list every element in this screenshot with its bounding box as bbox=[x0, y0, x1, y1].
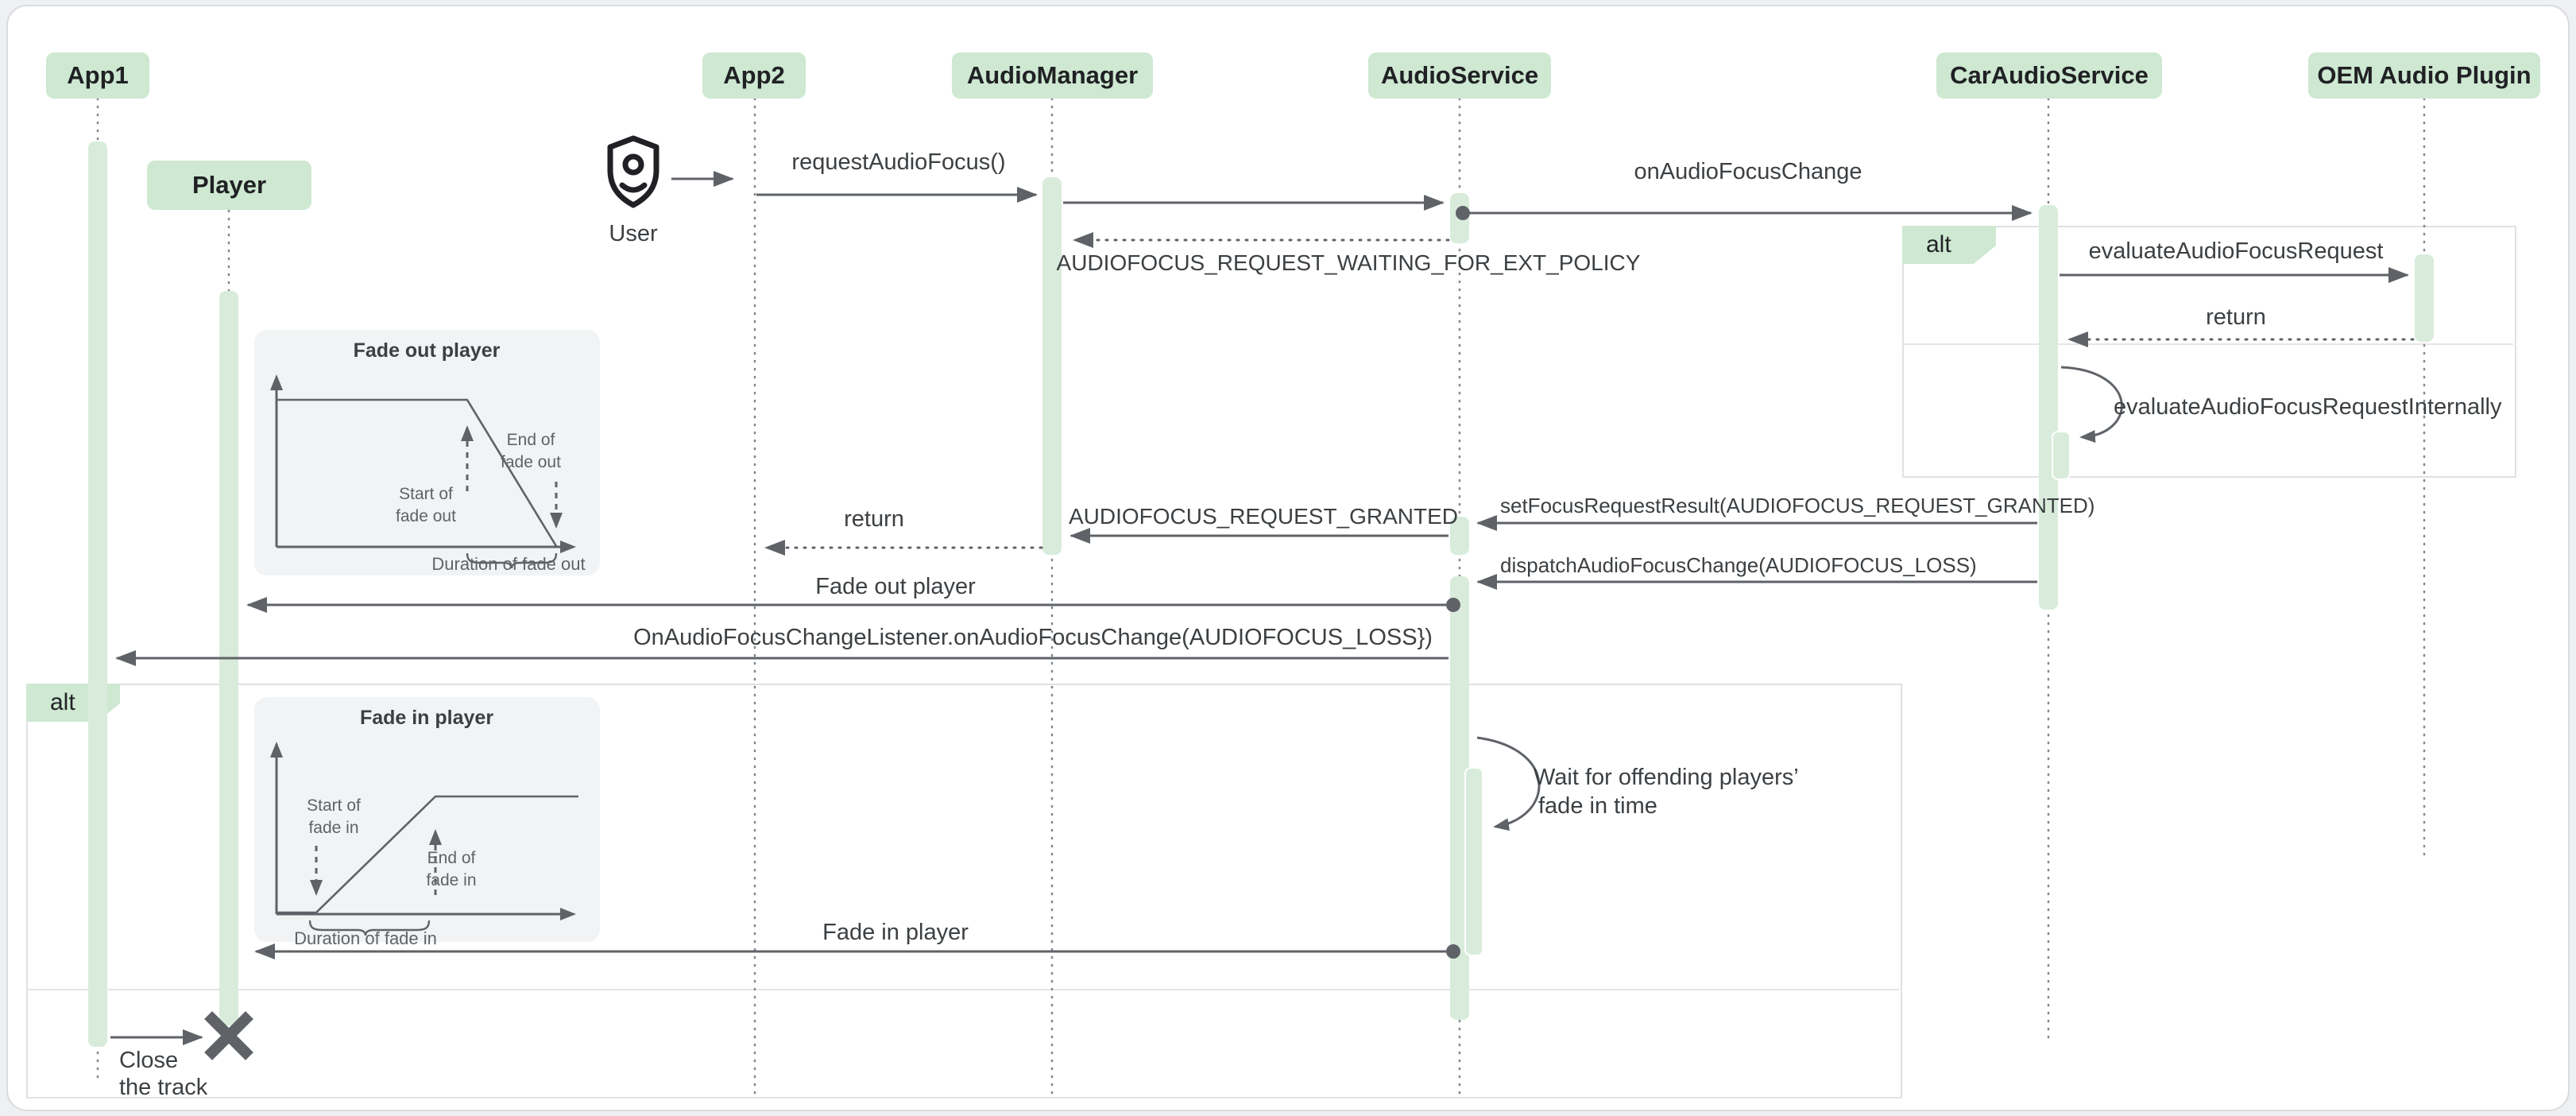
arrow-evaluate-internally-self bbox=[2060, 366, 2123, 443]
fade-out-start-line1: Start of bbox=[399, 485, 453, 503]
label-waiting: AUDIOFOCUS_REQUEST_WAITING_FOR_EXT_POLIC… bbox=[1056, 250, 1641, 275]
label-evaluate: evaluateAudioFocusRequest bbox=[2088, 238, 2384, 264]
fade-in-start-line2: fade in bbox=[308, 819, 359, 837]
message-origin-dot bbox=[1456, 206, 1470, 220]
fade-out-end-line1: End of bbox=[506, 431, 555, 449]
alt-fragment-right bbox=[1902, 226, 2516, 478]
fade-in-duration: Duration of fade in bbox=[294, 928, 437, 948]
label-fade-in-player: Fade in player bbox=[822, 920, 969, 945]
user-shield-icon bbox=[607, 135, 659, 208]
label-on-focus-loss: OnAudioFocusChangeListener.onAudioFocusC… bbox=[633, 625, 1433, 650]
activation-app1 bbox=[88, 141, 107, 1047]
label-set-focus-result: setFocusRequestResult(AUDIOFOCUS_REQUEST… bbox=[1500, 494, 2095, 517]
activation-audioservice-wait bbox=[1464, 767, 1483, 956]
destroy-x-icon bbox=[204, 1011, 253, 1060]
label-wait-line1: Wait for offending players’ bbox=[1534, 765, 1799, 790]
fade-in-end-line2: fade in bbox=[426, 871, 477, 889]
label-return-app2: return bbox=[844, 506, 904, 532]
participant-audioservice: AudioService bbox=[1368, 52, 1551, 99]
fade-in-end-line1: End of bbox=[427, 849, 476, 867]
fade-in-chart bbox=[254, 697, 600, 942]
activation-caraudioservice bbox=[2039, 205, 2058, 610]
label-granted: AUDIOFOCUS_REQUEST_GRANTED bbox=[1068, 504, 1459, 529]
message-origin-dot bbox=[1446, 598, 1460, 612]
label-wait-line2: fade in time bbox=[1538, 793, 1657, 819]
participant-player: Player bbox=[147, 161, 311, 210]
message-origin-dot bbox=[1446, 944, 1460, 959]
label-fade-out-player: Fade out player bbox=[815, 574, 976, 599]
alt-fragment-right-divider bbox=[1902, 343, 2513, 345]
fade-out-start-line2: fade out bbox=[396, 507, 456, 525]
participant-caraudioservice: CarAudioService bbox=[1936, 52, 2162, 99]
participant-app1: App1 bbox=[46, 52, 149, 99]
participant-app2: App2 bbox=[702, 52, 806, 99]
fade-in-start-line1: Start of bbox=[307, 796, 361, 815]
participant-audiomanager: AudioManager bbox=[952, 52, 1153, 99]
label-dispatch-loss: dispatchAudioFocusChange(AUDIOFOCUS_LOSS… bbox=[1500, 553, 1977, 577]
label-request-audio-focus: requestAudioFocus() bbox=[791, 149, 1006, 175]
alt-fragment-left-divider bbox=[26, 989, 1899, 990]
alt-label-right: alt bbox=[1902, 226, 1996, 264]
fade-out-chart-title: Fade out player bbox=[353, 339, 501, 362]
label-close-line2: the track bbox=[119, 1075, 208, 1100]
user-label: User bbox=[609, 221, 658, 246]
label-close-line1: Close bbox=[119, 1048, 179, 1073]
activation-oem-plugin bbox=[2415, 254, 2434, 342]
fade-out-end-line2: fade out bbox=[501, 453, 561, 471]
fade-out-duration: Duration of fade out bbox=[431, 554, 586, 574]
label-return-oem: return bbox=[2206, 304, 2266, 330]
fade-in-chart-title: Fade in player bbox=[359, 707, 494, 729]
fade-in-chart-graphics bbox=[270, 742, 578, 936]
fade-out-chart-graphics bbox=[270, 374, 576, 569]
label-evaluate-internally: evaluateAudioFocusRequestInternally bbox=[2114, 394, 2502, 420]
label-on-audio-focus-change: onAudioFocusChange bbox=[1634, 159, 1862, 184]
fade-out-chart bbox=[254, 330, 600, 575]
activation-audioservice-2 bbox=[1450, 517, 1469, 555]
activation-caraudioservice-internal bbox=[2052, 431, 2071, 480]
participant-oem-plugin: OEM Audio Plugin bbox=[2308, 52, 2540, 99]
activation-audiomanager bbox=[1042, 177, 1062, 555]
alt-fragment-left bbox=[26, 684, 1902, 1099]
arrow-wait-self bbox=[1476, 736, 1541, 831]
